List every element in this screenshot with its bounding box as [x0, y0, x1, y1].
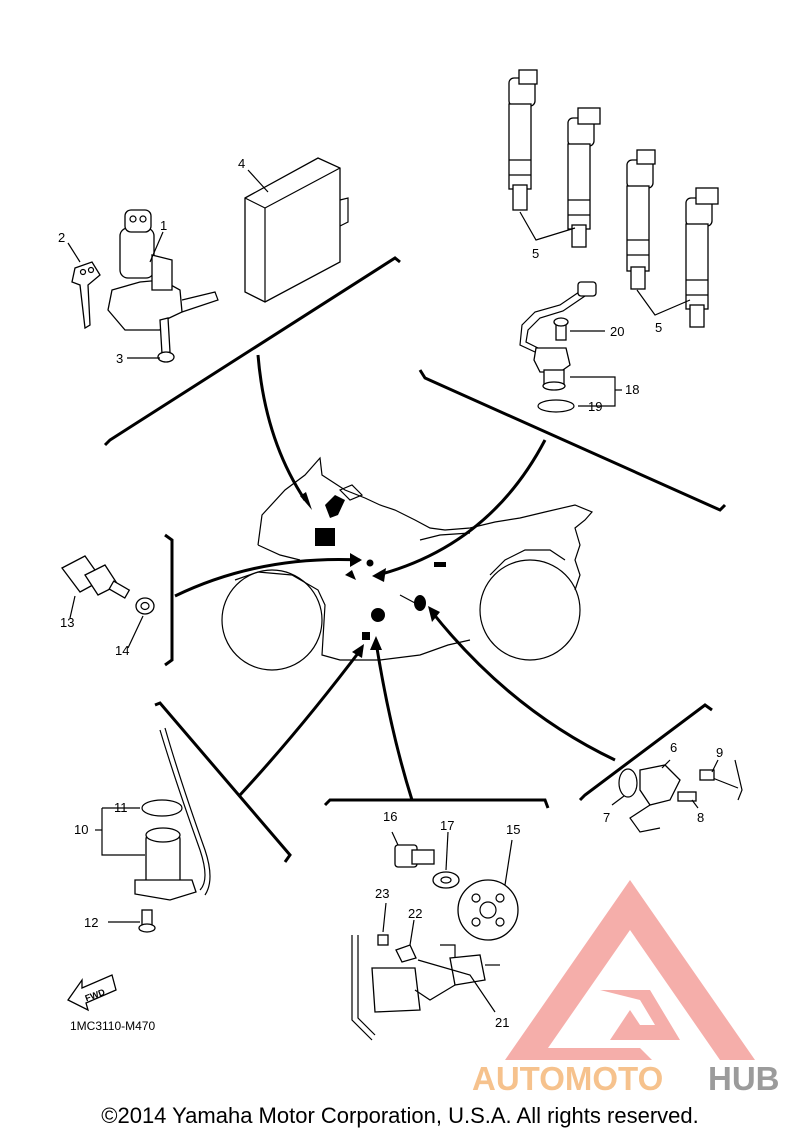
pickup-rotor-15	[457, 879, 519, 941]
cam-sensor-group	[519, 281, 622, 413]
bracket-pickup	[323, 798, 550, 809]
ignition-coil-2	[567, 107, 601, 248]
callout-21: 21	[495, 1015, 509, 1030]
bracket-speed-sensor	[578, 703, 713, 802]
callout-12: 12	[84, 915, 98, 930]
main-switch-body	[107, 279, 183, 331]
callout-16: 16	[383, 809, 397, 824]
callout-9: 9	[716, 745, 723, 760]
gasket-14	[135, 597, 155, 615]
key-icon	[71, 261, 101, 330]
o-ring-19	[537, 399, 575, 413]
callout-20: 20	[610, 324, 624, 339]
bracket-main-switch	[103, 256, 401, 447]
arrow-to-temp	[174, 558, 361, 598]
bracket-sensor-left	[164, 533, 174, 667]
callout-13: 13	[60, 615, 74, 630]
switch-marker	[325, 495, 345, 518]
screw-23	[377, 934, 389, 946]
ignition-coil-1	[508, 69, 538, 211]
fwd-arrow-icon	[67, 974, 117, 1012]
callout-14: 14	[115, 643, 129, 658]
neutral-switch-group	[95, 727, 211, 933]
callout-8: 8	[697, 810, 704, 825]
diagram-code: 1MC3110-M470	[70, 1019, 155, 1033]
callout-3: 3	[116, 351, 123, 366]
ecu-group	[244, 157, 349, 303]
callout-numbers: 1 2 3 4 5 5 6 7 8 9 10 11 12 13 14 15 16…	[58, 156, 723, 1030]
callout-19: 19	[588, 399, 602, 414]
pickup-coil-21	[449, 954, 486, 986]
washer-17	[432, 871, 460, 889]
group-brackets	[103, 256, 727, 863]
callout-22: 22	[408, 906, 422, 921]
callout-2: 2	[58, 230, 65, 245]
callout-5b: 5	[655, 320, 662, 335]
ignition-coil-3	[626, 149, 656, 290]
callout-6: 6	[670, 740, 677, 755]
watermark-logo: AUTOMOTO HUB	[472, 880, 780, 1097]
ignition-coils-group	[508, 69, 719, 328]
callout-5a: 5	[532, 246, 539, 261]
pickup-group	[351, 831, 519, 1041]
temp-sensor-group	[61, 555, 155, 649]
fwd-arrow: FWD	[67, 974, 117, 1012]
clamp-22	[395, 944, 417, 963]
arrow-to-pickup	[374, 641, 414, 801]
ignition-coil-4	[685, 187, 719, 328]
ecu-box	[244, 157, 341, 303]
callout-15: 15	[506, 822, 520, 837]
main-switch-cylinder	[119, 227, 155, 279]
bolt-8	[677, 791, 697, 802]
callout-10: 10	[74, 822, 88, 837]
arrow-to-coil	[377, 439, 547, 577]
pickup-marker	[371, 608, 385, 622]
callout-7: 7	[603, 810, 610, 825]
o-ring-11	[141, 799, 183, 817]
pickup-connector	[371, 967, 421, 1013]
o-ring-7	[618, 768, 638, 798]
cam-sensor-body	[533, 347, 571, 373]
connector-9	[699, 769, 715, 781]
callout-17: 17	[440, 818, 454, 833]
callout-11: 11	[114, 800, 128, 815]
bracket-ignition-coil	[418, 369, 727, 512]
speed-sensor-group	[611, 759, 743, 833]
callout-4: 4	[238, 156, 245, 171]
watermark-brand-right: HUB	[708, 1060, 780, 1097]
arrow-to-neutral	[238, 647, 364, 797]
callout-23: 23	[375, 886, 389, 901]
callout-1: 1	[160, 218, 167, 233]
bracket-neutral	[154, 701, 292, 863]
main-switch-group	[67, 209, 219, 363]
motorcycle-outline	[221, 456, 594, 671]
arrow-to-switch	[256, 354, 307, 501]
arrow-to-speed	[430, 611, 616, 762]
watermark-brand-left: AUTOMOTO	[472, 1060, 663, 1097]
main-switch-bolt-shank	[159, 317, 171, 355]
copyright-notice: ©2014 Yamaha Motor Corporation, U.S.A. A…	[101, 1103, 699, 1128]
callout-18: 18	[625, 382, 639, 397]
speed-sensor-body	[639, 764, 681, 806]
ecu-marker	[315, 528, 335, 546]
